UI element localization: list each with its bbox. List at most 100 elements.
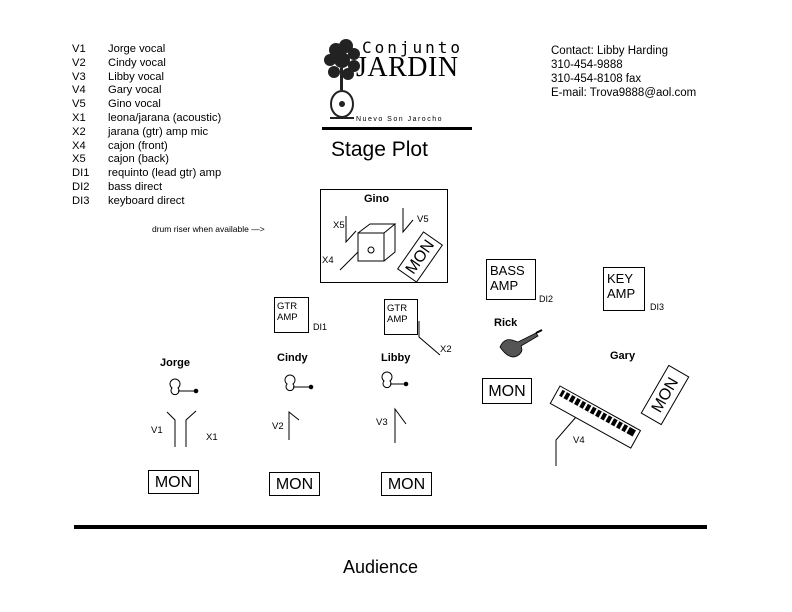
- riser-note: drum riser when available —>: [152, 224, 265, 234]
- performer-gary: Gary: [610, 350, 636, 362]
- mic-label-v3: V3: [376, 417, 388, 428]
- audience-label: Audience: [343, 557, 419, 577]
- mic-stand-x5: [345, 216, 357, 244]
- performer-rick: Rick: [494, 317, 518, 329]
- input-code: DI2: [72, 180, 90, 193]
- electric-bass-icon: [499, 329, 543, 358]
- input-row-v3: V3 Libby vocal: [72, 71, 221, 85]
- input-desc: cajon (front): [108, 139, 168, 152]
- di-label-3: DI3: [650, 302, 665, 312]
- amp-label-line: BASS: [490, 263, 525, 278]
- mic-label-v1: V1: [151, 425, 163, 436]
- input-desc: Jorge vocal: [108, 43, 166, 55]
- logo-word-jardin: JARDIN: [356, 52, 459, 83]
- input-row-x2: X2 jarana (gtr) amp mic: [72, 126, 221, 140]
- amp-label-line: GTR: [387, 303, 408, 314]
- input-row-di1: DI1 requinto (lead gtr) amp: [72, 167, 221, 181]
- amp-label-line: AMP: [490, 278, 519, 293]
- mic-stand-x4: [339, 251, 359, 271]
- logo-divider: [322, 127, 472, 130]
- mic-label-x2: X2: [440, 344, 452, 355]
- performer-gino: Gino: [364, 193, 390, 205]
- drum-riser: [320, 189, 448, 283]
- amp-label-line: AMP: [277, 312, 298, 323]
- jarana-icon-cindy: [284, 374, 314, 392]
- logo-tagline: Nuevo Son Jarocho: [356, 116, 443, 123]
- amp-label-line: GTR: [277, 301, 298, 312]
- bass-amp: BASS AMP: [486, 259, 536, 300]
- input-row-v4: V4 Gary vocal: [72, 84, 221, 98]
- guitar-amp-1: GTR AMP: [274, 297, 309, 333]
- mic-stand-v2: [288, 410, 300, 440]
- logo-word-conjunto: Conjunto: [362, 38, 464, 57]
- input-desc: leona/jarana (acoustic): [108, 111, 222, 124]
- input-desc: Gino vocal: [108, 98, 161, 111]
- di-label-2: DI2: [539, 294, 554, 304]
- amp-label-line: AMP: [387, 314, 408, 325]
- monitor-rick: MON: [482, 378, 532, 404]
- tree-guitar-icon: [324, 39, 360, 119]
- input-code: X5: [72, 153, 86, 166]
- keyboard-icon: [549, 385, 642, 449]
- input-row-di3: DI3 keyboard direct: [72, 195, 221, 209]
- input-code: V1: [72, 43, 86, 55]
- mic-stand-x2: [418, 321, 441, 356]
- input-code: V2: [72, 56, 86, 69]
- input-code: V3: [72, 70, 86, 83]
- performer-libby: Libby: [381, 352, 411, 364]
- input-desc: requinto (lead gtr) amp: [108, 167, 222, 180]
- cajon-icon: [357, 223, 397, 262]
- mic-stand-v3: [394, 407, 407, 443]
- contact-email: E-mail: Trova9888@aol.com: [551, 87, 697, 99]
- mic-label-x1: X1: [206, 432, 218, 443]
- input-desc: keyboard direct: [108, 194, 185, 207]
- mic-stand-x1: [185, 410, 197, 447]
- page-title: Stage Plot: [331, 138, 428, 161]
- guitar-amp-2: GTR AMP: [384, 299, 418, 335]
- input-desc: Cindy vocal: [108, 56, 166, 69]
- input-desc: cajon (back): [108, 153, 169, 166]
- input-desc: Libby vocal: [108, 70, 164, 83]
- input-row-v2: V2 Cindy vocal: [72, 57, 221, 71]
- keyboard-amp: KEY AMP: [603, 267, 645, 311]
- contact-name: Contact: Libby Harding: [551, 45, 668, 57]
- input-code: X1: [72, 111, 86, 124]
- stage-front-edge: [74, 525, 707, 529]
- amp-label-line: AMP: [607, 286, 636, 301]
- contact-block: Contact: Libby Harding 310-454-9888 310-…: [551, 44, 696, 100]
- input-row-x5: X5 cajon (back): [72, 153, 221, 167]
- mic-stand-v4: [555, 416, 577, 466]
- jarana-icon-jorge: [169, 378, 199, 396]
- contact-fax: 310-454-8108 fax: [551, 73, 642, 85]
- input-code: X4: [72, 139, 86, 152]
- input-desc: jarana (gtr) amp mic: [108, 125, 209, 138]
- input-code: V4: [72, 84, 86, 97]
- mic-label-v5: V5: [417, 214, 429, 225]
- input-desc: bass direct: [108, 180, 163, 193]
- amp-label-line: KEY: [607, 271, 634, 286]
- mic-label-x5: X5: [333, 220, 345, 231]
- input-row-x4: X4 cajon (front): [72, 140, 221, 154]
- input-desc: Gary vocal: [108, 84, 162, 97]
- input-code: X2: [72, 125, 86, 138]
- input-code: DI3: [72, 194, 90, 207]
- mic-label-v2: V2: [272, 421, 284, 432]
- input-row-v1: V1 Jorge vocal: [72, 43, 221, 57]
- jarana-icon-libby: [381, 371, 409, 389]
- band-logo: Conjunto JARDIN Nuevo Son Jarocho: [322, 38, 472, 130]
- input-row-x1: X1 leona/jarana (acoustic): [72, 112, 221, 126]
- mic-stand-v5: [402, 208, 414, 234]
- input-code: DI1: [72, 167, 90, 180]
- mic-label-v4: V4: [573, 435, 585, 446]
- di-label-1: DI1: [313, 322, 328, 332]
- input-row-di2: DI2 bass direct: [72, 181, 221, 195]
- performer-jorge: Jorge: [160, 357, 190, 369]
- monitor-libby: MON: [381, 472, 432, 496]
- input-list: V1 Jorge vocal V2 Cindy vocal V3 Libby voca…: [72, 43, 221, 209]
- contact-phone: 310-454-9888: [551, 59, 623, 71]
- monitor-cindy: MON: [269, 472, 320, 496]
- performer-cindy: Cindy: [277, 352, 308, 364]
- mic-stand-v1: [166, 411, 176, 447]
